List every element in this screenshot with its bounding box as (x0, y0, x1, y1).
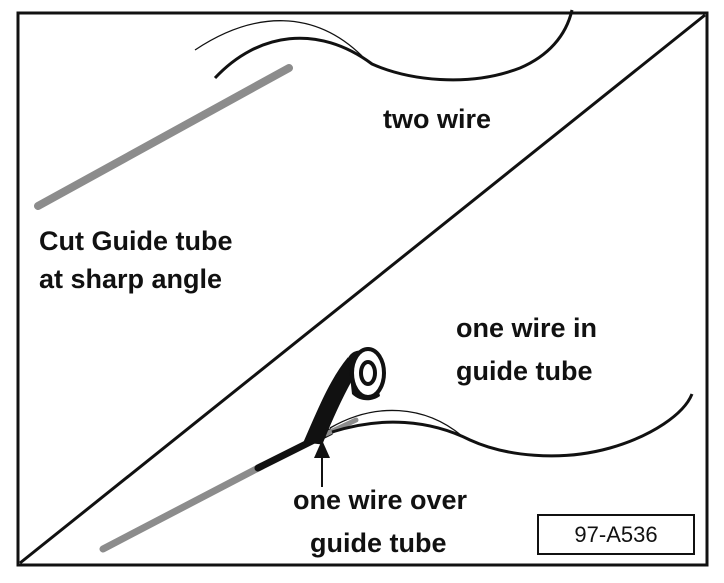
lower-wire-thin (329, 409, 463, 437)
upper-wire-thin (194, 20, 363, 57)
pointer-arrow-icon (314, 440, 330, 487)
cut-guide-tube (34, 64, 293, 210)
guide-tube-continuation (323, 417, 359, 437)
label-one-wire-in-line1: one wire in (456, 313, 597, 343)
figure-id-box: 97-A536 (537, 514, 695, 555)
lower-guide-tube (99, 462, 266, 553)
label-cut-guide-line1: Cut Guide tube (39, 226, 232, 256)
upper-wire-thick (213, 9, 574, 82)
figure-id: 97-A536 (574, 522, 657, 547)
outer-frame (16, 11, 709, 567)
label-one-wire-over-line1: one wire over (293, 485, 468, 515)
diagonal-divider (19, 13, 706, 565)
upper-panel (34, 9, 574, 210)
lower-wire-thick (331, 393, 694, 458)
lower-panel (99, 347, 694, 553)
label-cut-guide-line2: at sharp angle (39, 264, 222, 294)
label-two-wire: two wire (383, 104, 491, 134)
label-one-wire-in-line2: guide tube (456, 356, 593, 386)
label-one-wire-over-line2: guide tube (310, 528, 447, 558)
tape-roll-icon (348, 347, 386, 401)
